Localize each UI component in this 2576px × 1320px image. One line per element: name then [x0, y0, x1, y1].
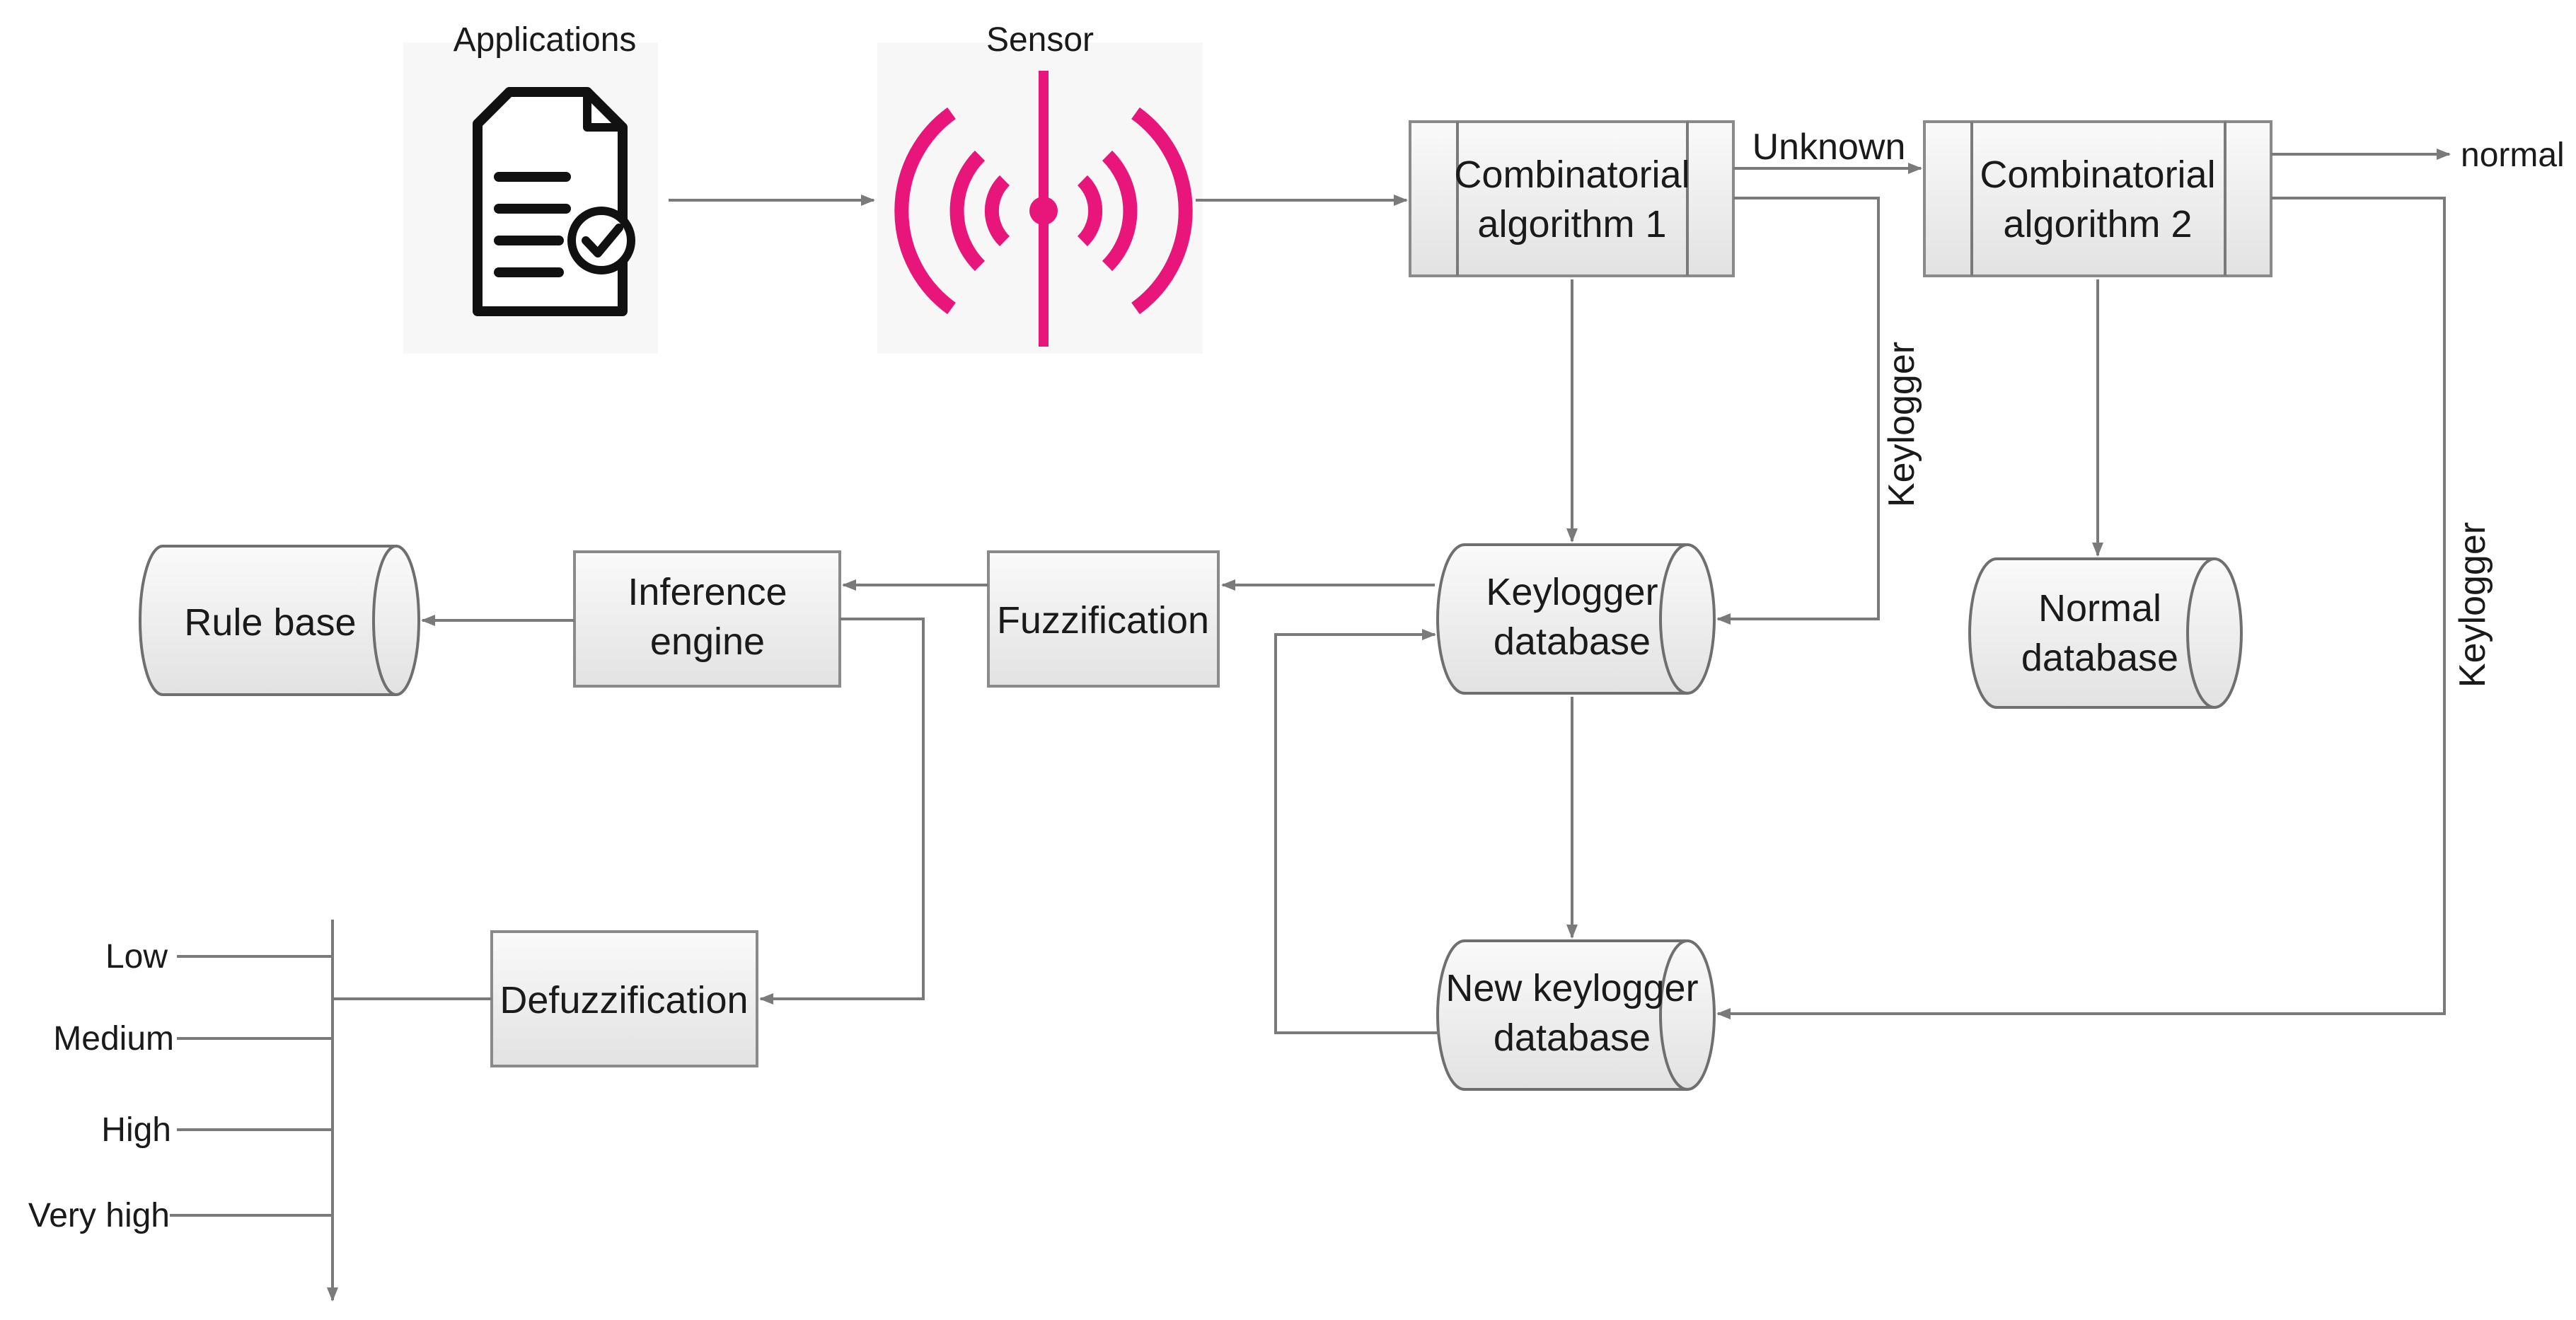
level-low: Low — [105, 938, 168, 975]
keylogger-db-label-line1: Keylogger — [1486, 571, 1658, 613]
edge-inference-defuzzification — [759, 618, 925, 1005]
inference-label-line1: Inference — [628, 571, 787, 613]
ca2-label-line2: algorithm 2 — [2003, 203, 2192, 245]
applications-label: Applications — [454, 21, 637, 59]
level-high: High — [101, 1111, 171, 1149]
edge-ca2-new-keylogger-db — [1716, 197, 2446, 1019]
sensor-node: Sensor — [877, 21, 1203, 354]
keylogger-database: Keylogger database — [1436, 543, 1716, 695]
rule-base-db: Rule base — [139, 545, 420, 696]
inference-engine-box: Inference engine — [573, 550, 841, 688]
edge-label-keylogger-2: Keylogger — [2452, 522, 2493, 688]
inference-label-line2: engine — [650, 620, 765, 663]
ca2-label-line1: Combinatorial — [1980, 154, 2215, 196]
normal-database: Normal database — [1968, 557, 2243, 709]
new-keylogger-db-label-line1: New keylogger — [1445, 967, 1698, 1009]
normal-db-label-line1: Normal — [2038, 587, 2161, 630]
normal-db-label-line2: database — [2021, 637, 2178, 679]
rule-base-label: Rule base — [184, 601, 356, 644]
applications-node: Applications — [403, 21, 658, 354]
defuzzification-label: Defuzzification — [499, 979, 748, 1021]
combinatorial-algorithm-1: Combinatorial algorithm 1 — [1409, 120, 1735, 277]
new-keylogger-db-label-line2: database — [1494, 1017, 1651, 1059]
edge-ca1-keylogger-db — [1716, 197, 1880, 625]
defuzzification-box: Defuzzification — [490, 930, 758, 1067]
combinatorial-algorithm-2: Combinatorial algorithm 2 — [1923, 120, 2272, 277]
edge-label-keylogger-1: Keylogger — [1881, 342, 1922, 507]
ca1-label-line1: Combinatorial — [1454, 154, 1690, 196]
edge-new-to-keylogger-db — [1274, 629, 1440, 1034]
normal-output-label: normal — [2461, 137, 2565, 174]
level-very-high: Very high — [28, 1197, 170, 1234]
level-medium: Medium — [53, 1020, 174, 1058]
connectors — [170, 149, 2451, 1302]
document-check-icon — [473, 87, 635, 316]
fuzzification-box: Fuzzification — [987, 550, 1220, 688]
ca1-label-line2: algorithm 1 — [1477, 203, 1666, 245]
sensor-label: Sensor — [986, 21, 1094, 59]
wireless-sensor-icon — [894, 71, 1193, 347]
keylogger-db-label-line2: database — [1494, 620, 1651, 663]
fuzzification-label: Fuzzification — [997, 599, 1209, 642]
edge-label-unknown: Unknown — [1752, 127, 1906, 168]
new-keylogger-database: New keylogger database — [1436, 939, 1716, 1091]
